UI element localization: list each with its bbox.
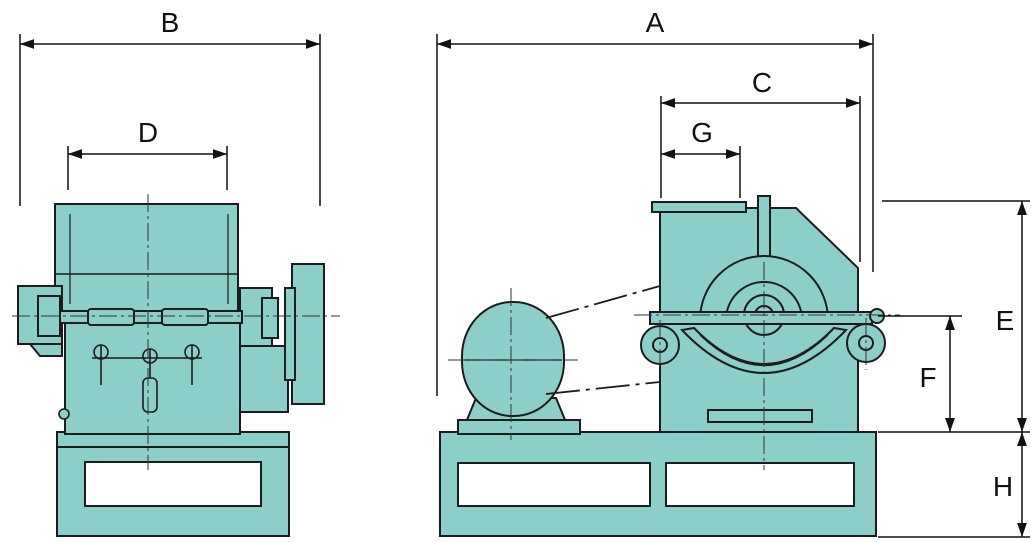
label-e: E bbox=[996, 305, 1015, 336]
label-a: A bbox=[646, 7, 665, 38]
side-view bbox=[439, 195, 886, 537]
front-view bbox=[17, 203, 325, 537]
dimension-lines bbox=[19, 34, 1030, 538]
drive-belt bbox=[545, 285, 661, 395]
side-beam bbox=[649, 311, 873, 325]
label-g: G bbox=[691, 117, 713, 148]
front-left-bearing bbox=[17, 285, 63, 357]
dimension-labels: B D A C G E F H bbox=[138, 7, 1014, 502]
front-housing bbox=[64, 315, 241, 435]
screen-grate bbox=[679, 326, 849, 374]
front-pulley bbox=[291, 263, 325, 405]
label-h: H bbox=[993, 471, 1013, 502]
motor bbox=[457, 301, 581, 435]
discharge-plate bbox=[707, 409, 813, 423]
front-hopper bbox=[54, 203, 239, 315]
label-c: C bbox=[752, 67, 772, 98]
feed-hopper-lip bbox=[651, 201, 747, 213]
front-bolts bbox=[58, 344, 202, 420]
side-base-frame bbox=[439, 431, 877, 537]
label-d: D bbox=[138, 117, 158, 148]
center-lines bbox=[12, 194, 900, 470]
label-f: F bbox=[919, 362, 936, 393]
front-base-frame bbox=[56, 431, 290, 537]
label-b: B bbox=[161, 7, 180, 38]
front-right-bearing bbox=[239, 287, 289, 413]
